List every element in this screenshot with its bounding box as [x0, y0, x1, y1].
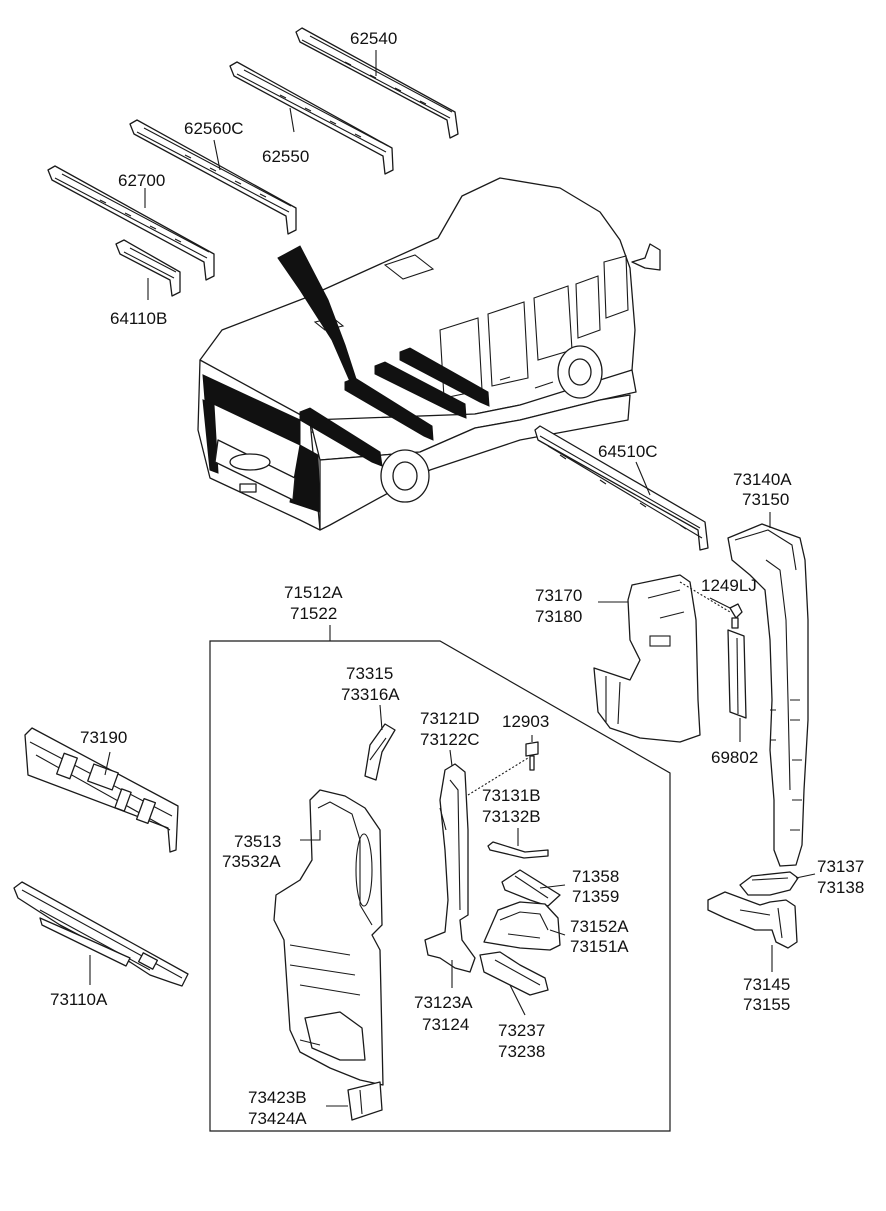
roof-bow-64110B[interactable]: [115, 239, 181, 297]
label-73423B: 73423B: [248, 1088, 307, 1107]
label-73315: 73315: [346, 664, 393, 683]
label-73124: 73124: [422, 1015, 469, 1034]
screw-12903[interactable]: [525, 741, 539, 771]
label-73140A: 73140A: [733, 470, 792, 489]
screw-1249LJ[interactable]: [729, 603, 743, 629]
label-73152A: 73152A: [570, 917, 629, 936]
label-71512A: 71512A: [284, 583, 343, 602]
bracket-71358[interactable]: [501, 869, 561, 907]
label-71522: 71522: [290, 604, 337, 623]
label-62550: 62550: [262, 147, 309, 166]
label-71359: 71359: [572, 887, 619, 906]
label-73132B: 73132B: [482, 807, 541, 826]
label-64110B: 64110B: [110, 309, 167, 328]
corner-73145[interactable]: [707, 891, 798, 949]
label-73237: 73237: [498, 1021, 545, 1040]
label-64510C: 64510C: [598, 442, 658, 461]
member-73110A[interactable]: [13, 881, 189, 987]
label-73170: 73170: [535, 586, 582, 605]
piece-73237[interactable]: [479, 951, 549, 996]
label-73155: 73155: [743, 995, 790, 1014]
label-73190: 73190: [80, 728, 127, 747]
label-73122C: 73122C: [420, 730, 480, 749]
label-62700: 62700: [118, 171, 165, 190]
van-roof-bows: [299, 347, 490, 467]
piece-73315[interactable]: [364, 723, 396, 781]
label-73532A: 73532A: [222, 852, 281, 871]
roof-bow-62550[interactable]: [229, 61, 394, 175]
roof-bow-62540[interactable]: [295, 27, 459, 139]
label-73513: 73513: [234, 832, 281, 851]
label-73180: 73180: [535, 607, 582, 626]
label-73138: 73138: [817, 878, 864, 897]
leader-lines: [89, 50, 816, 1107]
label-62540: 62540: [350, 29, 397, 48]
van-illustration: [197, 177, 661, 531]
label-73121D: 73121D: [420, 709, 480, 728]
label-73151A: 73151A: [570, 937, 629, 956]
label-73145: 73145: [743, 975, 790, 994]
strip-69802[interactable]: [727, 629, 747, 719]
label-69802: 69802: [711, 748, 758, 767]
pillar-73140A[interactable]: [727, 523, 809, 867]
bracket-73137[interactable]: [739, 871, 799, 896]
strip-73131B[interactable]: [487, 841, 549, 859]
trim-73170[interactable]: [593, 574, 701, 743]
label-1249LJ: 1249LJ: [701, 576, 757, 595]
label-73123A: 73123A: [414, 993, 473, 1012]
label-73137: 73137: [817, 857, 864, 876]
group-frame-71512A: [209, 640, 671, 1132]
label-62560C: 62560C: [184, 119, 244, 138]
label-73110A: 73110A: [50, 990, 108, 1009]
label-71358: 71358: [572, 867, 619, 886]
panel-73513[interactable]: [273, 789, 384, 1086]
label-73316A: 73316A: [341, 685, 400, 704]
label-73150: 73150: [742, 490, 789, 509]
roof-bow-62700[interactable]: [47, 165, 215, 281]
arch-73152A[interactable]: [483, 901, 561, 951]
bracket-73423B[interactable]: [347, 1081, 383, 1121]
rail-64510C[interactable]: [534, 425, 709, 551]
label-73131B: 73131B: [482, 786, 541, 805]
label-12903: 12903: [502, 712, 549, 731]
label-73238: 73238: [498, 1042, 545, 1061]
roof-bow-62560C[interactable]: [129, 119, 297, 235]
label-73424A: 73424A: [248, 1109, 307, 1128]
pillar-73121D[interactable]: [424, 763, 476, 973]
